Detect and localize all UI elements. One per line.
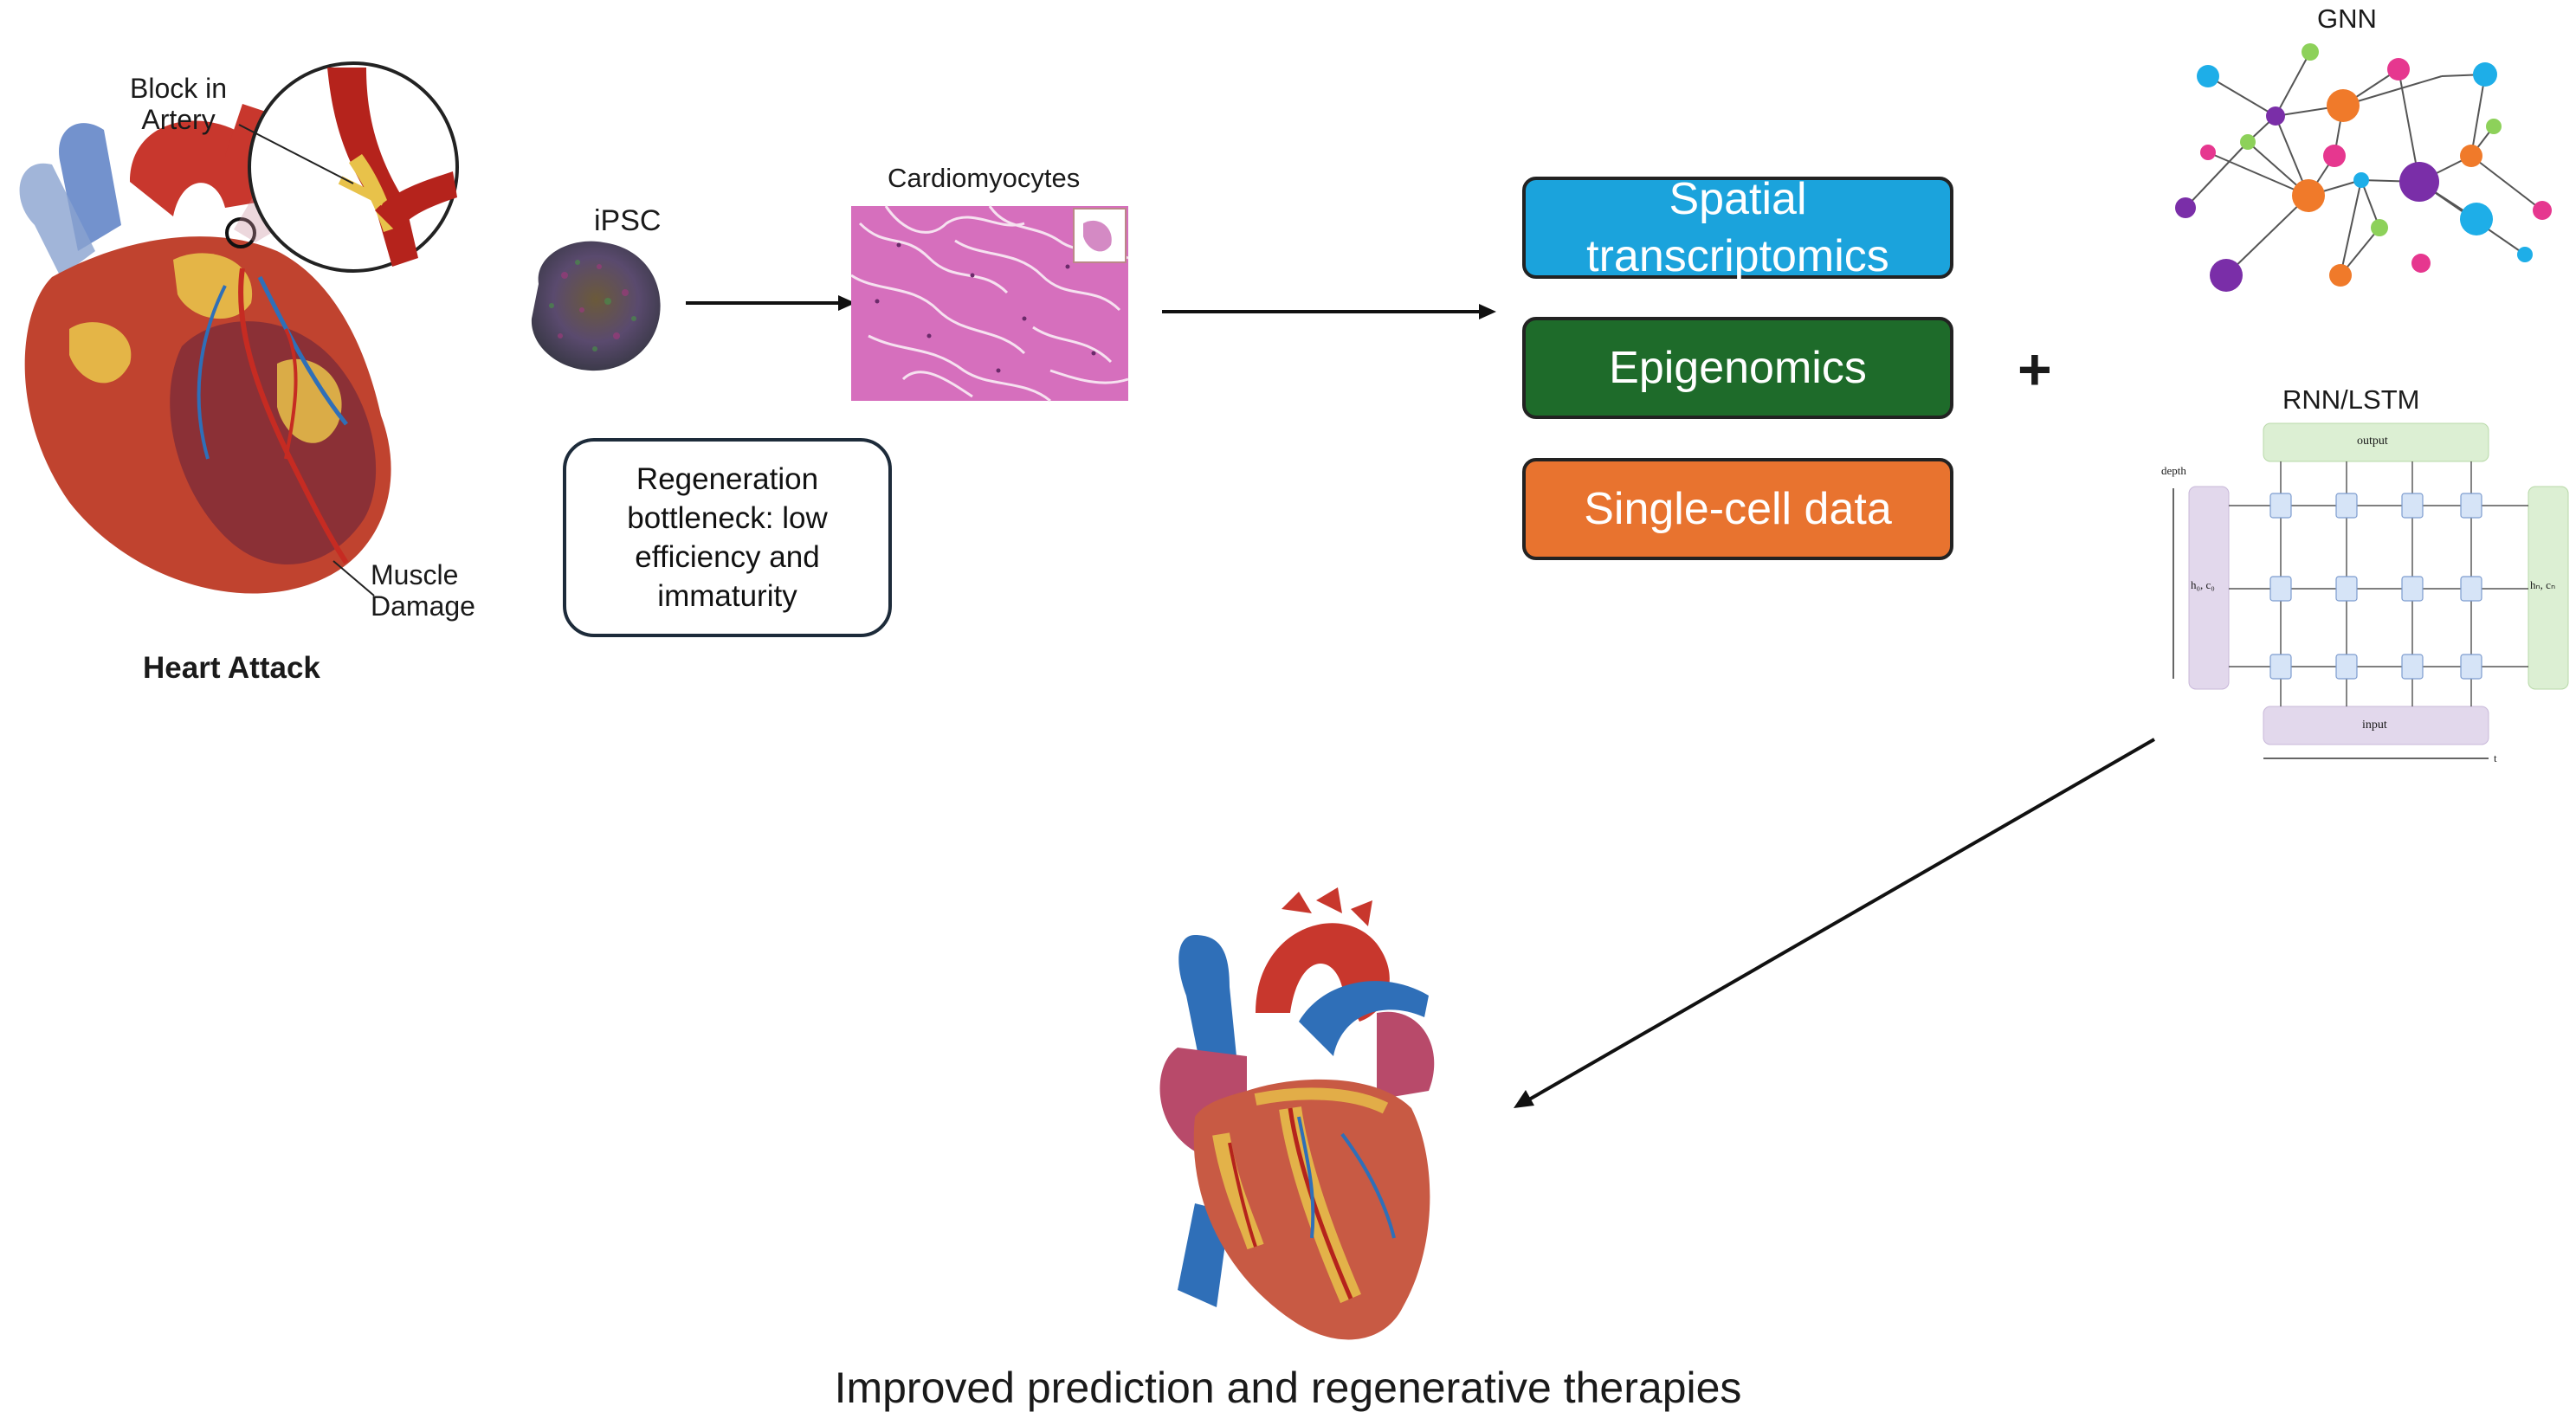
arrow-models-to-heart xyxy=(1514,738,2155,1108)
rnn-output-label: output xyxy=(2357,435,2388,448)
omics-label: Epigenomics xyxy=(1609,343,1867,393)
rnn-depth-label: depth xyxy=(2161,464,2186,477)
omics-label: Single-cell data xyxy=(1584,484,1892,534)
rnn-lstm-label: RNN/LSTM xyxy=(2282,384,2420,415)
omics-box-spatial-transcriptomics: Spatial transcriptomics xyxy=(1522,174,1953,281)
rnn-input-label: input xyxy=(2362,719,2387,732)
gnn-label: GNN xyxy=(2317,3,2377,34)
gnn-graph-illustration xyxy=(2175,43,2552,292)
plus-sign: + xyxy=(2018,337,2052,403)
healthy-heart-illustration xyxy=(1159,887,1435,1340)
muscle-damage-label: Muscle Damage xyxy=(371,559,475,622)
cardiomyocytes-histology-image xyxy=(850,205,1129,403)
cardiomyocytes-label: Cardiomyocytes xyxy=(888,163,1081,193)
omics-box-single-cell: Single-cell data xyxy=(1522,458,1953,560)
rnn-hncn-label: hₙ, cₙ xyxy=(2530,578,2556,591)
ipsc-label: iPSC xyxy=(594,204,662,237)
omics-box-epigenomics: Epigenomics xyxy=(1522,317,1953,419)
heart-attack-illustration xyxy=(19,104,391,594)
regeneration-bottleneck-box: Regeneration bottleneck: low efficiency … xyxy=(563,438,892,637)
artery-blockage-magnifier xyxy=(248,61,459,273)
omics-label: Spatial transcriptomics xyxy=(1586,174,1889,281)
regeneration-bottleneck-text: Regeneration bottleneck: low efficiency … xyxy=(627,462,828,613)
rnn-grid xyxy=(2172,422,2569,759)
rnn-h0c0-label: h₀, c₀ xyxy=(2191,578,2215,591)
result-caption: Improved prediction and regenerative the… xyxy=(834,1364,1742,1412)
arrow-ipsc-to-cardiomyocytes xyxy=(686,295,855,311)
arrow-to-omics xyxy=(1162,304,1496,319)
block-label-leader xyxy=(238,124,375,596)
rnn-lstm-diagram: output input depth t h₀, c₀ hₙ, cₙ xyxy=(2156,419,2572,765)
rnn-t-label: t xyxy=(2494,751,2497,764)
block-in-artery-label: Block in Artery xyxy=(130,73,228,135)
heart-attack-caption: Heart Attack xyxy=(143,651,320,685)
ipsc-colony-image xyxy=(531,241,661,371)
